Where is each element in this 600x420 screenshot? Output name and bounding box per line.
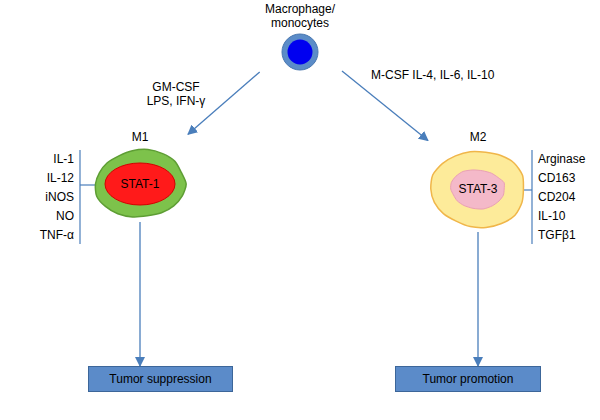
marker-label: IL-10 xyxy=(538,209,565,223)
cell-label: STAT-1 xyxy=(121,177,160,191)
outcome-box: Tumor suppression xyxy=(88,366,233,392)
m1-macrophage: M1STAT-1 xyxy=(92,130,188,222)
bracket-line xyxy=(531,150,532,244)
cell-circle: Macrophage/ monocytes xyxy=(258,2,342,72)
stat-blob: STAT-3 xyxy=(446,166,510,212)
marker-label: TGFβ1 xyxy=(538,228,576,242)
marker-label: iNOS xyxy=(45,190,74,204)
marker-label: IL-12 xyxy=(47,171,74,185)
bracket-line xyxy=(79,150,80,244)
box-label: Tumor promotion xyxy=(423,372,514,386)
bracket-line xyxy=(523,189,532,190)
marker-label: TNF-α xyxy=(40,228,74,242)
cell-outline xyxy=(280,32,320,72)
arrow-connector xyxy=(477,232,478,366)
bracket-line xyxy=(80,184,97,185)
arrow-connector xyxy=(139,222,140,366)
marker-label: Arginase xyxy=(538,152,585,166)
edge-label: GM-CSF LPS, IFN-γ xyxy=(140,80,212,108)
marker-label: CD163 xyxy=(538,171,575,185)
stat-oval: STAT-1 xyxy=(104,162,176,206)
m2-macrophage: M2STAT-3 xyxy=(428,130,528,232)
cell-label: M2 xyxy=(428,130,528,144)
cell-label: M1 xyxy=(92,130,188,144)
edge-label: M-CSF IL-4, IL-6, IL-10 xyxy=(370,68,495,82)
cell-label: Macrophage/ monocytes xyxy=(258,2,342,30)
marker-label: IL-1 xyxy=(53,152,74,166)
cell-label: STAT-3 xyxy=(459,182,498,196)
marker-label: NO xyxy=(56,209,74,223)
outcome-box: Tumor promotion xyxy=(395,366,541,392)
marker-label: CD204 xyxy=(538,190,575,204)
box-label: Tumor suppression xyxy=(109,372,211,386)
